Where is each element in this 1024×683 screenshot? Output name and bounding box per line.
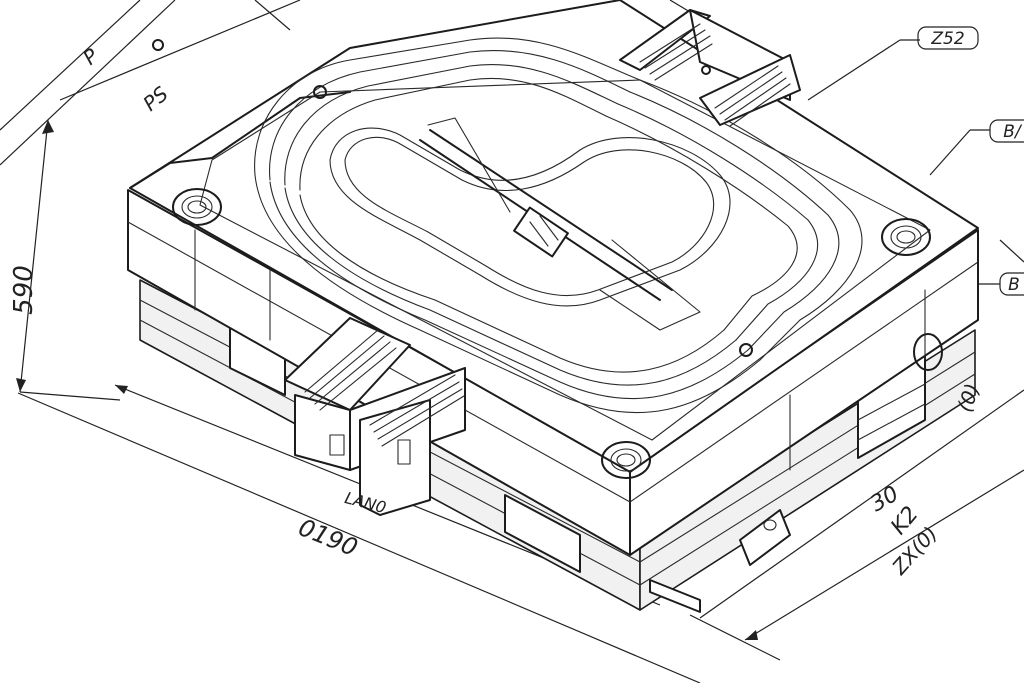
callout-2-label: B/	[1003, 122, 1023, 142]
dim-length-front: 0190	[294, 513, 361, 562]
cooling-channels	[254, 37, 863, 414]
top-left-label-2: PS	[138, 81, 173, 115]
rear-connectors	[619, 9, 801, 127]
bolt-holes	[152, 39, 931, 479]
bolt-hole-front-right	[881, 218, 931, 256]
side-clip	[739, 509, 791, 566]
callouts	[917, 26, 1024, 296]
bolt-hole-back	[601, 441, 651, 479]
bolt-hole-front-left	[172, 188, 222, 226]
callout-3-label: B	[1008, 275, 1020, 295]
callout-1-label: Z52	[930, 29, 964, 49]
front-connectors	[284, 317, 466, 516]
top-left-label-1: P	[78, 43, 103, 70]
dim-height-left: 590	[9, 265, 39, 315]
